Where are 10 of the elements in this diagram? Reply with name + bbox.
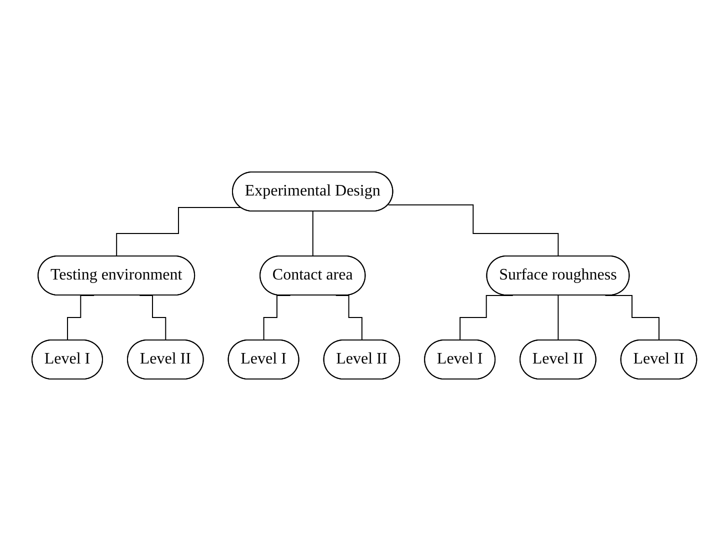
connector [66,295,94,341]
connector [138,295,166,341]
connector [262,295,290,341]
connector [312,211,314,257]
connector [604,295,660,341]
connector [459,295,514,341]
connector [388,204,559,257]
connector [335,295,362,341]
connector [116,207,241,257]
connector [557,295,559,341]
